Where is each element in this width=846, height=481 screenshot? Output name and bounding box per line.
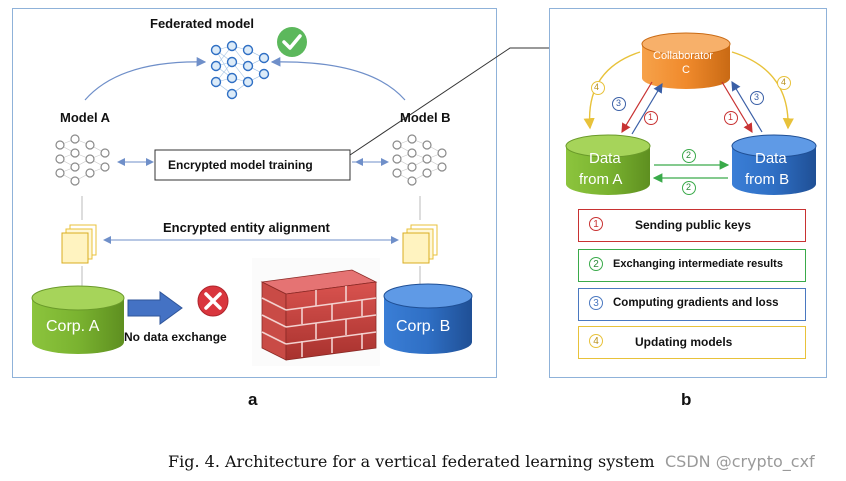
legend-text-4: Updating models: [635, 335, 733, 349]
panel-b-frame: [549, 8, 827, 378]
model-a-label: Model A: [60, 110, 111, 125]
document-icon-a: [61, 224, 97, 264]
training-box: [154, 149, 351, 181]
legend-num-2: 2: [589, 257, 603, 271]
collaborator-cylinder: [641, 32, 731, 89]
no-exchange-label: No data exchange: [124, 330, 227, 344]
federated-model-title: Federated model: [150, 16, 255, 31]
legend-text-1: Sending public keys: [635, 218, 752, 232]
panel-a-label: a: [248, 390, 258, 409]
model-b-network-icon: [392, 134, 447, 186]
arc-left: [84, 57, 207, 101]
federated-network-icon: [210, 40, 270, 100]
legend-num-4: 4: [589, 334, 603, 348]
model-b-label: Model B: [400, 110, 451, 125]
step-mark-4-right: 4: [781, 77, 787, 87]
brick-wall-icon: [252, 258, 380, 366]
data-a-cylinder: [565, 134, 651, 195]
legend-num-1: 1: [589, 217, 603, 231]
corp-a-label: Corp. A: [46, 318, 100, 335]
data-b-label-line1: Data: [755, 150, 787, 167]
alignment-label: Encrypted entity alignment: [163, 220, 330, 235]
collaborator-label-line2: C: [682, 64, 690, 76]
watermark: CSDN @crypto_cxf: [665, 452, 815, 471]
data-a-label-line1: Data: [589, 150, 621, 167]
corp-b-label: Corp. B: [396, 318, 451, 335]
step-mark-4-left: 4: [594, 82, 600, 92]
collaborator-label-line1: Collaborator: [653, 50, 713, 62]
legend-item-3: 3 Computing gradients and loss: [578, 288, 806, 321]
panel-b-label: b: [681, 390, 692, 409]
step-mark-3-right: 3: [754, 92, 760, 102]
corp-b-cylinder: [383, 283, 473, 354]
model-a-network-icon: [55, 134, 110, 186]
document-icon-b: [402, 224, 438, 264]
step-mark-1-left: 1: [648, 112, 654, 122]
figure-caption: Fig. 4. Architecture for a vertical fede…: [168, 452, 655, 471]
step-mark-2-top: 2: [686, 150, 692, 160]
step-mark-3-left: 3: [616, 98, 622, 108]
check-icon: [277, 27, 307, 57]
connector-line: [349, 47, 549, 156]
legend-item-4: 4 Updating models: [578, 326, 806, 359]
data-a-label-line2: from A: [579, 171, 623, 188]
legend-item-1: 1 Sending public keys: [578, 209, 806, 242]
data-b-label-line2: from B: [745, 171, 790, 188]
legend-text-3: Computing gradients and loss: [613, 297, 779, 309]
legend-item-2: 2 Exchanging intermediate results: [578, 249, 806, 282]
panel-a-frame: [12, 8, 497, 378]
step-mark-2-bottom: 2: [686, 182, 692, 192]
data-b-cylinder: [731, 134, 817, 195]
corp-a-cylinder: [31, 285, 125, 354]
cross-icon: [197, 285, 229, 317]
training-label: Encrypted model training: [168, 158, 313, 172]
legend-num-3: 3: [589, 296, 603, 310]
block-arrow: [127, 291, 183, 325]
legend-text-2: Exchanging intermediate results: [613, 258, 783, 270]
step-mark-1-right: 1: [728, 112, 734, 122]
arc-right: [270, 57, 406, 101]
